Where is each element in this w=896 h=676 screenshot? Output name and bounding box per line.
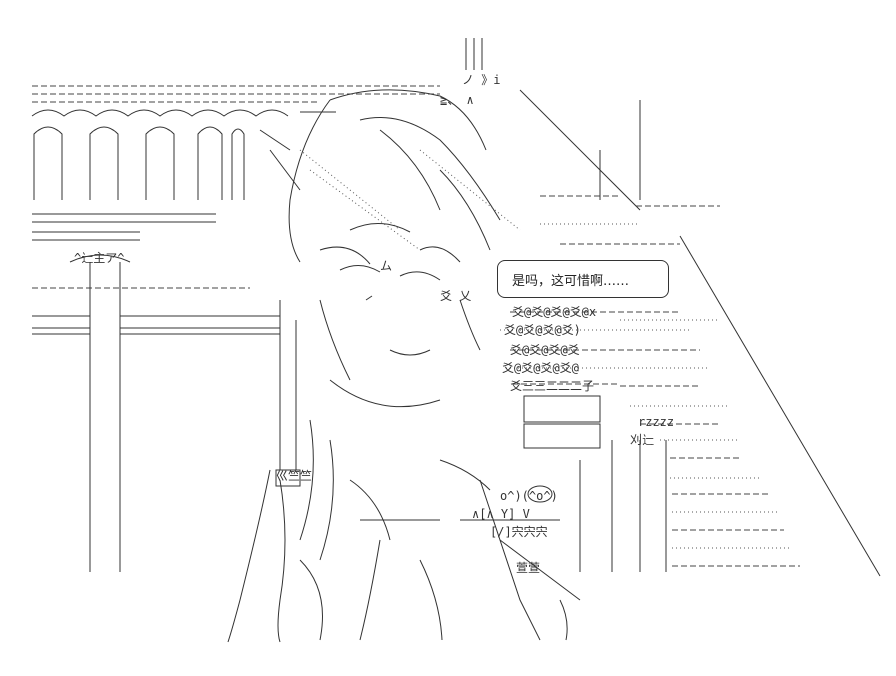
- svg-text:ノ 》i: ノ 》i: [462, 73, 500, 87]
- svg-text:ム: ム: [380, 259, 392, 273]
- top-pillar-lines: [465, 38, 483, 70]
- svg-text:o^)(^o^): o^)(^o^): [500, 489, 558, 503]
- building-arches: [33, 126, 245, 200]
- building-ledges: [32, 213, 280, 335]
- svg-text:爻@爻@爻@爻): 爻@爻@爻@爻): [504, 323, 581, 337]
- character-body: [227, 419, 581, 643]
- building-columns: [69, 254, 297, 572]
- svg-text:≧、 ∧: ≧、 ∧: [440, 93, 474, 107]
- svg-text:[/]宍宍宍: [/]宍宍宍: [490, 524, 548, 539]
- patterned-sleeve: [500, 311, 710, 449]
- svg-text:萱萱: 萱萱: [516, 561, 540, 575]
- svg-text:rzzzz: rzzzz: [638, 415, 674, 429]
- left-building-roof: [31, 85, 440, 117]
- character-face: [319, 265, 481, 408]
- svg-text:刈辷: 刈辷: [630, 433, 654, 447]
- svg-text:爻@爻@爻@爻@x: 爻@爻@爻@爻@x: [512, 305, 596, 319]
- svg-text:爻@爻@爻@爻: 爻@爻@爻@爻: [510, 343, 580, 357]
- svg-text:∧[∧ Y] V: ∧[∧ Y] V: [472, 507, 530, 521]
- speech-bubble-text: 是吗，这可惜啊……: [512, 273, 630, 289]
- svg-text:爻 乂: 爻 乂: [440, 289, 471, 303]
- character-head: [259, 89, 521, 265]
- svg-text:爻三三二二二子: 爻三三二二二子: [510, 379, 594, 393]
- svg-text:爻@爻@爻@爻@: 爻@爻@爻@爻@: [502, 361, 579, 375]
- speech-bubble: 是吗，这可惜啊……: [497, 260, 669, 298]
- right-staircase: [519, 89, 881, 577]
- ascii-glyph-marks: ノ 》i ≧、 ∧ ム 爻 乂 爻@爻@爻@爻@x 爻@爻@爻@爻) 爻@爻@爻…: [74, 73, 674, 575]
- svg-text:^辷主ア^: ^辷主ア^: [74, 251, 124, 265]
- svg-text:巛竺竺: 巛竺竺: [276, 468, 312, 483]
